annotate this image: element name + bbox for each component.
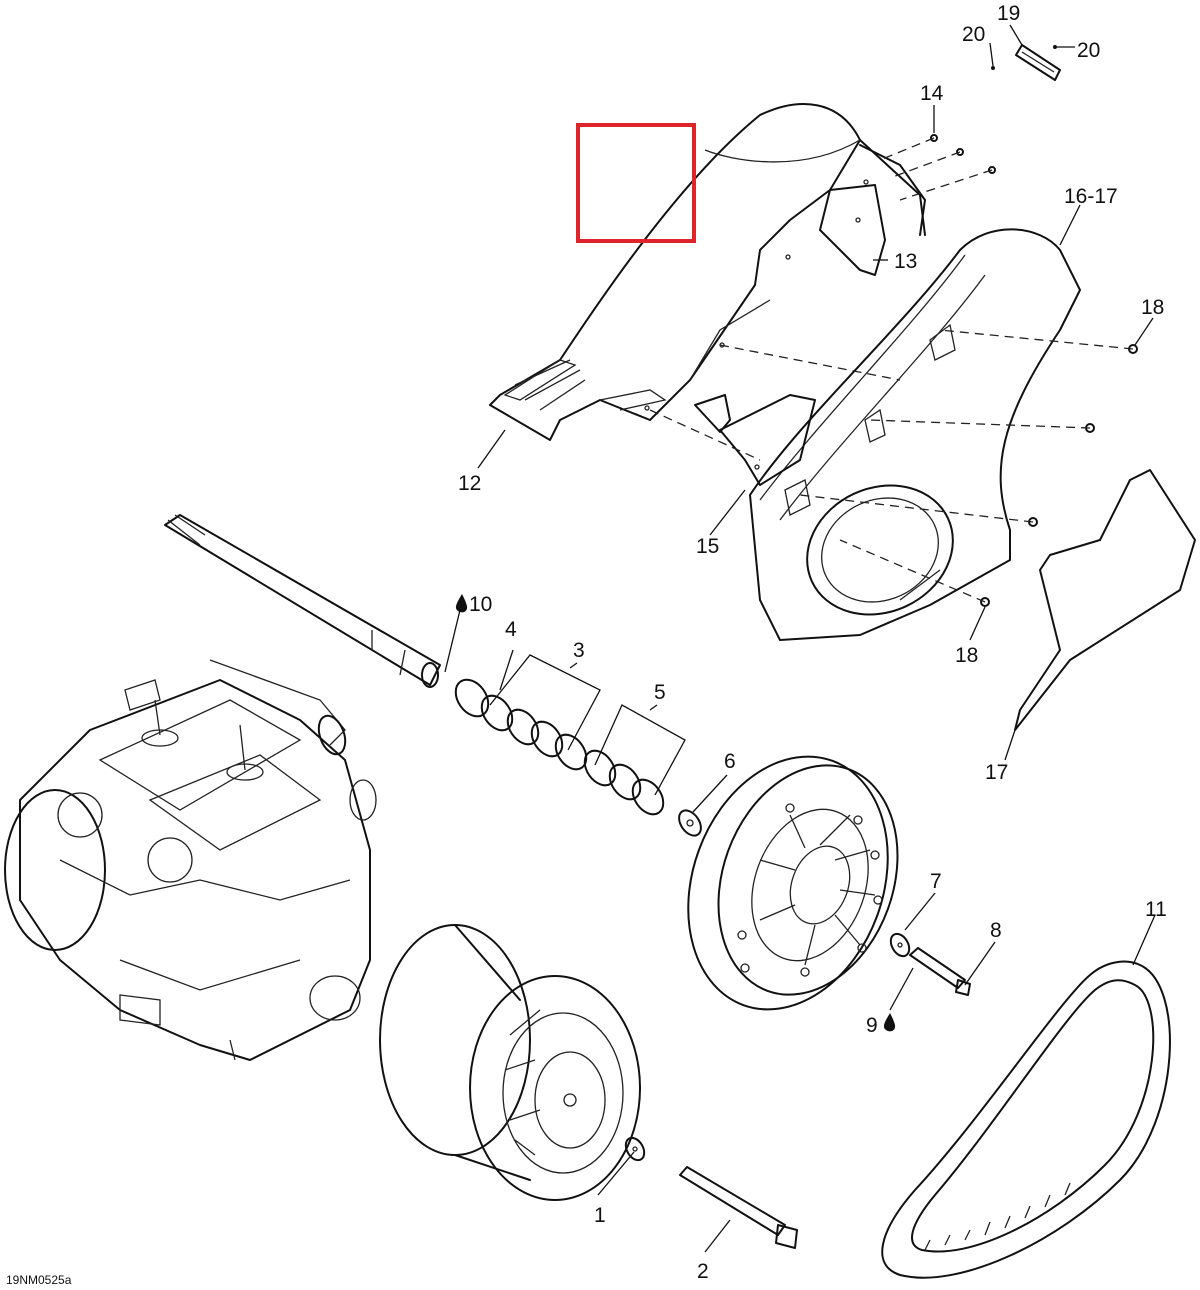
drive-belt-part-11 — [881, 960, 1171, 1279]
callout-20: 20 — [1077, 39, 1100, 62]
callout-20: 20 — [962, 23, 985, 46]
washer-part-1 — [624, 1136, 646, 1162]
drive-pulley — [687, 755, 899, 1011]
shaft — [164, 514, 441, 688]
callout-18: 18 — [1141, 296, 1164, 319]
bolt-part-2 — [679, 1166, 798, 1249]
callout-16-17: 16-17 — [1064, 185, 1118, 208]
clip-part-19 — [991, 44, 1061, 81]
callout-12: 12 — [458, 472, 481, 495]
gasket-part-17 — [1014, 469, 1196, 731]
spacer-rings — [454, 678, 702, 837]
oil-drop-icon — [883, 1013, 896, 1032]
callout-15: 15 — [696, 535, 719, 558]
callout-3: 3 — [573, 639, 585, 662]
callout-19: 19 — [997, 2, 1020, 25]
screws-part-18 — [649, 329, 1138, 607]
callout-4: 4 — [505, 618, 517, 641]
callout-18: 18 — [955, 644, 978, 667]
leader-lines — [444, 24, 1156, 1253]
callout-9: 9 — [866, 1014, 878, 1037]
belt-guard-part-12 — [489, 103, 926, 441]
callout-17: 17 — [985, 761, 1008, 784]
bracket-part-13 — [819, 144, 926, 276]
screws-part-14 — [879, 134, 996, 201]
callout-1: 1 — [594, 1204, 606, 1227]
driven-pulley — [379, 924, 641, 1201]
callout-6: 6 — [724, 750, 736, 773]
callout-7: 7 — [930, 870, 942, 893]
cover-part-16-17 — [749, 228, 1081, 641]
callout-14: 14 — [920, 82, 944, 105]
callout-13: 13 — [894, 250, 917, 273]
callout-10: 10 — [469, 593, 492, 616]
callout-2: 2 — [697, 1260, 709, 1283]
oil-drop-icon — [455, 594, 468, 613]
diagram-code: 19NM0525a — [6, 1273, 72, 1287]
panel-part-15 — [694, 394, 816, 486]
callout-8: 8 — [990, 919, 1002, 942]
callout-11: 11 — [1145, 898, 1167, 921]
washer-part-7 — [889, 932, 911, 958]
highlight-box — [576, 123, 696, 243]
callout-5: 5 — [654, 681, 666, 704]
bolt-part-8 — [909, 947, 971, 996]
engine-block — [4, 659, 377, 1061]
